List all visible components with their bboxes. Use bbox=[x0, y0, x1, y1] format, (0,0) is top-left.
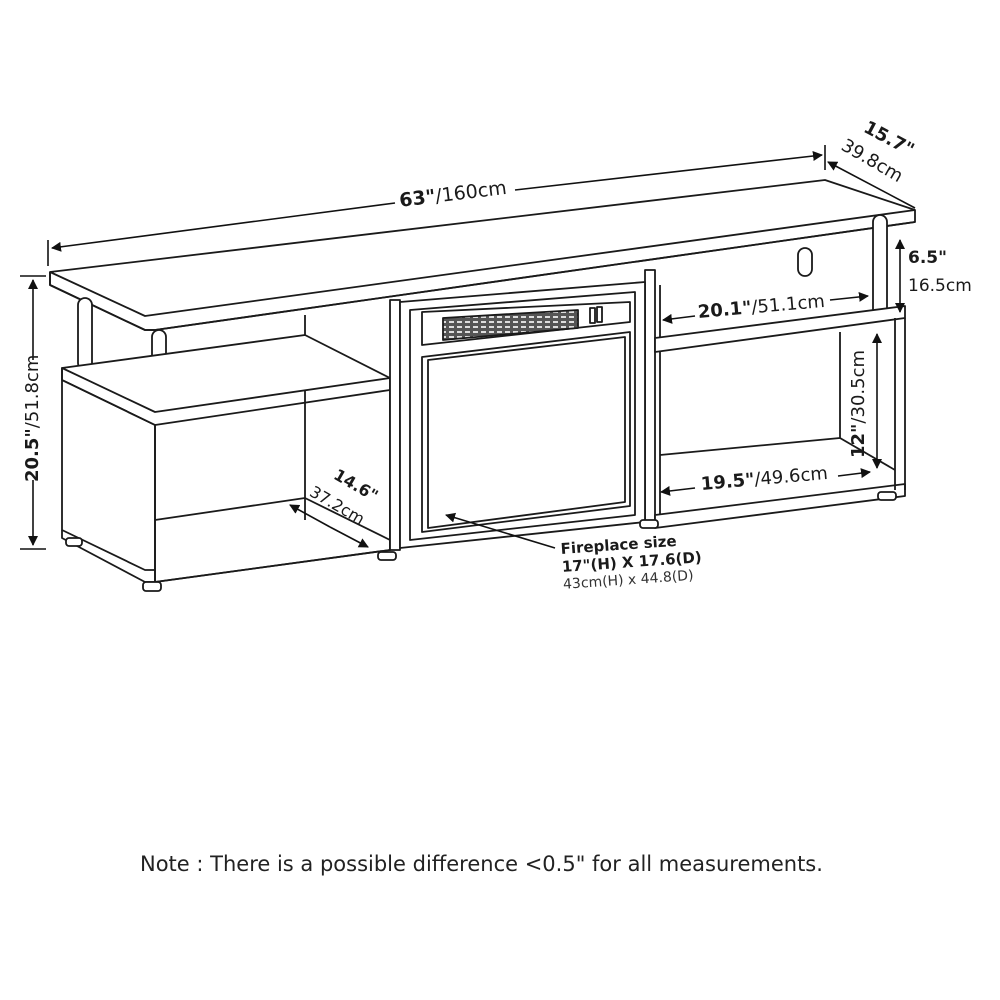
lower-shelf-height-label: 12"/30.5cm bbox=[848, 350, 869, 458]
top-opening-metric: 16.5cm bbox=[908, 276, 972, 296]
fireplace-glass bbox=[421, 331, 631, 533]
post bbox=[872, 214, 888, 321]
lower-height-imperial: 12" bbox=[848, 423, 869, 458]
post bbox=[77, 297, 93, 371]
fireplace-size-label: Fireplace size 17"(H) X 17.6(D) 43cm(H) … bbox=[560, 530, 704, 594]
top-opening-imperial: 6.5" bbox=[908, 248, 947, 268]
fireplace-grille bbox=[442, 309, 579, 341]
total-height-label: 20.5"/51.8cm bbox=[22, 355, 43, 482]
post bbox=[797, 247, 813, 277]
lower-height-metric: /30.5cm bbox=[848, 349, 869, 424]
measurement-note: Note : There is a possible difference <0… bbox=[140, 852, 823, 876]
height-imperial: 20.5" bbox=[22, 428, 43, 482]
width-imperial: 63" bbox=[398, 185, 437, 212]
height-metric: /51.8cm bbox=[22, 354, 43, 429]
